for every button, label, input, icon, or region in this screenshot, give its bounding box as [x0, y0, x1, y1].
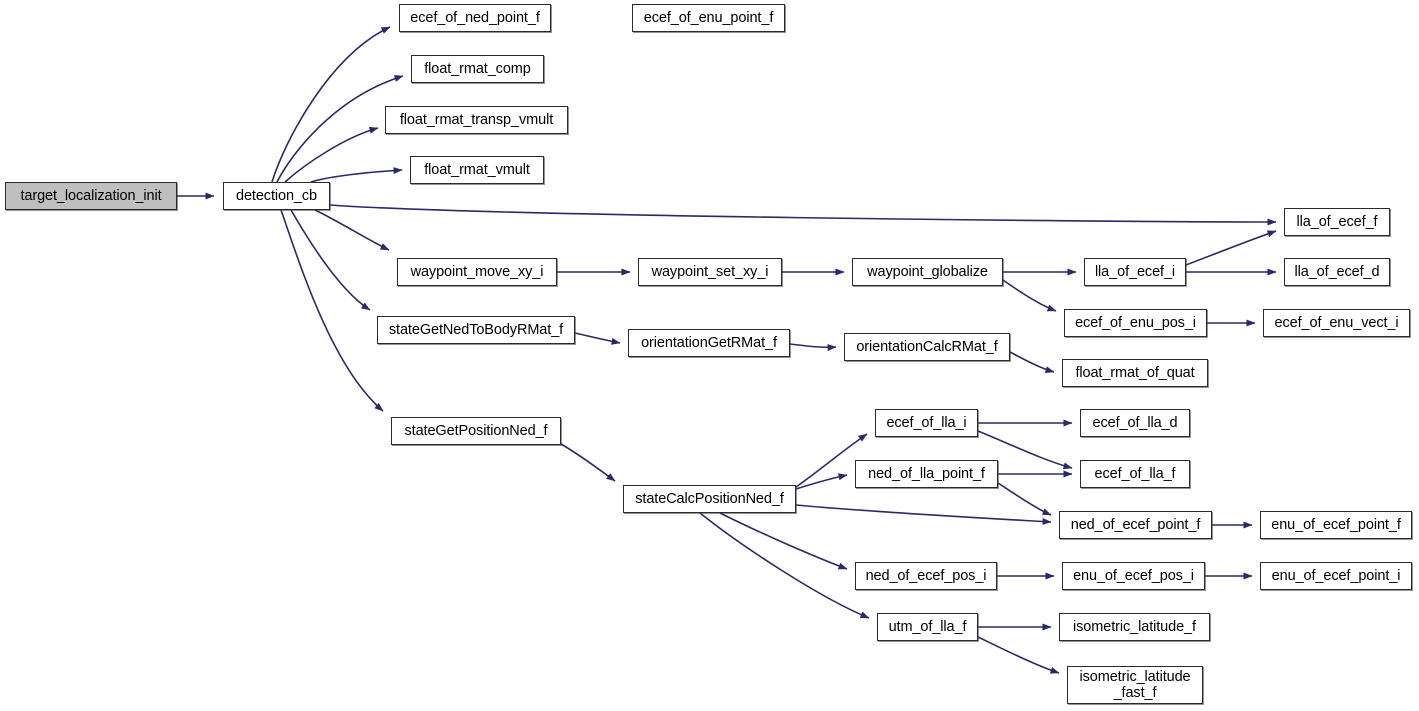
graph-node-detection_cb[interactable]: detection_cb — [223, 182, 330, 210]
graph-node-isometric_latitude_fast_f[interactable]: isometric_latitude _fast_f — [1067, 666, 1203, 704]
graph-node-lla_of_ecef_d[interactable]: lla_of_ecef_d — [1284, 258, 1390, 286]
graph-node-label: ned_of_ecef_pos_i — [865, 567, 987, 584]
graph-node-label: utm_of_lla_f — [888, 618, 967, 635]
graph-node-ecef_of_lla_d[interactable]: ecef_of_lla_d — [1080, 409, 1190, 437]
graph-node-label: lla_of_ecef_i — [1094, 263, 1176, 280]
graph-node-label: stateGetNedToBodyRMat_f — [388, 321, 564, 338]
graph-node-label: orientationGetRMat_f — [641, 334, 777, 351]
graph-node-lla_of_ecef_i[interactable]: lla_of_ecef_i — [1084, 258, 1186, 286]
graph-node-label: ned_of_lla_point_f — [868, 465, 985, 482]
graph-node-label: float_rmat_of_quat — [1075, 364, 1195, 381]
graph-node-ned_of_ecef_point_f[interactable]: ned_of_ecef_point_f — [1059, 511, 1212, 539]
graph-node-label: stateCalcPositionNed_f — [635, 490, 784, 507]
graph-node-label: float_rmat_vmult — [424, 161, 530, 178]
graph-node-label: float_rmat_transp_vmult — [399, 111, 554, 128]
graph-node-stateGetNedToBodyRMat_f[interactable]: stateGetNedToBodyRMat_f — [377, 316, 575, 344]
graph-node-ecef_of_enu_point_f[interactable]: ecef_of_enu_point_f — [632, 4, 785, 32]
graph-node-waypoint_globalize[interactable]: waypoint_globalize — [852, 258, 1003, 286]
graph-node-label: waypoint_set_xy_i — [651, 263, 769, 280]
graph-node-enu_of_ecef_point_i[interactable]: enu_of_ecef_point_i — [1260, 562, 1412, 590]
graph-node-label: lla_of_ecef_d — [1294, 263, 1380, 280]
graph-node-label: ecef_of_lla_f — [1094, 465, 1176, 482]
graph-node-enu_of_ecef_pos_i[interactable]: enu_of_ecef_pos_i — [1062, 562, 1205, 590]
graph-node-label: enu_of_ecef_point_i — [1271, 567, 1401, 584]
graph-node-label: ecef_of_ned_point_f — [410, 9, 540, 26]
graph-node-ecef_of_enu_vect_i[interactable]: ecef_of_enu_vect_i — [1263, 309, 1410, 337]
graph-node-orientationGetRMat_f[interactable]: orientationGetRMat_f — [628, 329, 790, 357]
graph-node-label: ecef_of_lla_i — [886, 414, 967, 431]
graph-node-label: orientationCalcRMat_f — [856, 338, 998, 355]
graph-node-label: isometric_latitude_f — [1073, 618, 1196, 635]
graph-node-target_localization_init[interactable]: target_localization_init — [5, 182, 177, 210]
graph-node-label: enu_of_ecef_point_f — [1271, 516, 1401, 533]
graph-node-label: stateGetPositionNed_f — [404, 422, 548, 439]
graph-node-float_rmat_comp[interactable]: float_rmat_comp — [411, 55, 544, 83]
graph-node-orientationCalcRMat_f[interactable]: orientationCalcRMat_f — [844, 333, 1010, 361]
graph-node-ecef_of_ned_point_f[interactable]: ecef_of_ned_point_f — [399, 4, 551, 32]
graph-node-ned_of_lla_point_f[interactable]: ned_of_lla_point_f — [855, 460, 998, 488]
graph-node-label: ecef_of_lla_d — [1092, 414, 1178, 431]
graph-node-waypoint_move_xy_i[interactable]: waypoint_move_xy_i — [397, 258, 557, 286]
graph-node-label: enu_of_ecef_pos_i — [1073, 567, 1194, 584]
graph-node-label: target_localization_init — [20, 187, 162, 204]
graph-node-label: ecef_of_enu_point_f — [643, 9, 774, 26]
graph-node-label: waypoint_globalize — [867, 263, 988, 280]
graph-node-isometric_latitude_f[interactable]: isometric_latitude_f — [1059, 613, 1210, 641]
graph-node-ecef_of_enu_pos_i[interactable]: ecef_of_enu_pos_i — [1064, 309, 1207, 337]
graph-node-stateGetPositionNed_f[interactable]: stateGetPositionNed_f — [391, 417, 561, 445]
graph-node-utm_of_lla_f[interactable]: utm_of_lla_f — [877, 613, 978, 641]
graph-node-label: isometric_latitude _fast_f — [1079, 668, 1191, 701]
graph-node-label: detection_cb — [235, 187, 318, 204]
graph-node-float_rmat_vmult[interactable]: float_rmat_vmult — [410, 156, 544, 184]
graph-node-label: lla_of_ecef_f — [1296, 213, 1378, 230]
graph-node-float_rmat_of_quat[interactable]: float_rmat_of_quat — [1062, 359, 1208, 387]
graph-node-lla_of_ecef_f[interactable]: lla_of_ecef_f — [1284, 208, 1390, 236]
graph-node-label: ned_of_ecef_point_f — [1070, 516, 1201, 533]
graph-node-label: float_rmat_comp — [424, 60, 531, 77]
graph-node-float_rmat_transp_vmult[interactable]: float_rmat_transp_vmult — [385, 106, 568, 134]
graph-node-label: ecef_of_enu_vect_i — [1274, 314, 1399, 331]
graph-node-label: ecef_of_enu_pos_i — [1075, 314, 1196, 331]
graph-node-enu_of_ecef_point_f[interactable]: enu_of_ecef_point_f — [1260, 511, 1412, 539]
graph-node-ecef_of_lla_i[interactable]: ecef_of_lla_i — [875, 409, 978, 437]
graph-node-stateCalcPositionNed_f[interactable]: stateCalcPositionNed_f — [623, 485, 796, 513]
graph-node-waypoint_set_xy_i[interactable]: waypoint_set_xy_i — [638, 258, 782, 286]
graph-node-ecef_of_lla_f[interactable]: ecef_of_lla_f — [1080, 460, 1190, 488]
graph-node-label: waypoint_move_xy_i — [410, 263, 544, 280]
graph-node-ned_of_ecef_pos_i[interactable]: ned_of_ecef_pos_i — [855, 562, 997, 590]
